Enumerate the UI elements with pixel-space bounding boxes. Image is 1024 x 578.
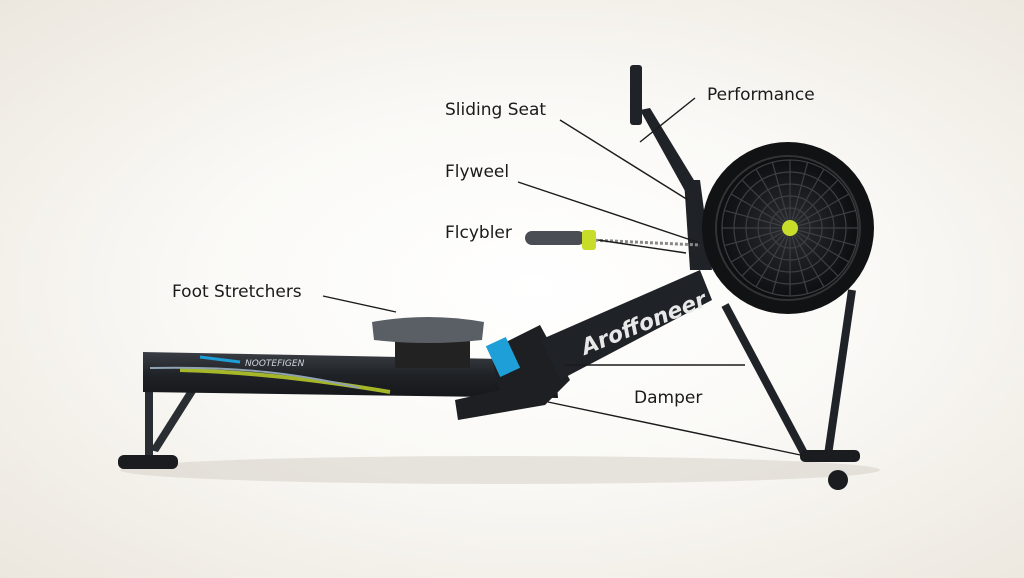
fan-spoke — [730, 227, 791, 263]
label-performance: Performance — [707, 85, 815, 105]
rear-legs — [721, 289, 856, 457]
label-damper: Damper — [634, 388, 703, 408]
fan-spoke — [789, 227, 856, 247]
fan-spoke — [789, 227, 809, 294]
fan-spoke — [741, 179, 791, 229]
fan-ring — [733, 171, 847, 285]
fan-spoke — [741, 227, 791, 277]
fan-spoke — [755, 227, 791, 288]
fan-spoke — [789, 227, 839, 277]
fan-ring — [769, 207, 811, 249]
fan-spoke — [730, 193, 791, 229]
fan-spoke — [789, 227, 825, 288]
fan-spoke — [755, 168, 791, 229]
fan-spoke — [724, 209, 791, 229]
flywheel — [702, 142, 874, 314]
fan-spoke — [789, 209, 856, 229]
fan-spoke — [789, 179, 839, 229]
fan-spoke — [789, 162, 809, 229]
fan-spoke — [771, 227, 791, 294]
sliding-seat — [372, 317, 484, 368]
label-flywheel: Flyweel — [445, 162, 510, 182]
main-frame — [540, 270, 712, 380]
handle — [525, 230, 701, 250]
fan-spoke — [771, 162, 791, 229]
fan-ring — [721, 159, 859, 297]
label-sliding-seat: Sliding Seat — [445, 100, 547, 120]
label-foot-stretchers: Foot Stretchers — [172, 282, 302, 302]
label-flcybler: Flcybler — [445, 223, 512, 243]
fan-spoke — [789, 168, 825, 229]
leader-lines — [322, 97, 811, 458]
monitor-arm — [630, 65, 712, 270]
rail-logo: NOOTEFIGEN — [245, 359, 305, 369]
fan-ring — [745, 183, 835, 273]
wheel — [828, 470, 848, 490]
floor-shadow — [120, 456, 880, 484]
fan-ring — [757, 195, 823, 261]
fan-spoke — [789, 227, 850, 263]
fan-spoke — [789, 193, 850, 229]
foot-stretcher-housing — [455, 325, 570, 420]
fan-spoke — [724, 227, 791, 247]
front-leg — [118, 385, 196, 469]
